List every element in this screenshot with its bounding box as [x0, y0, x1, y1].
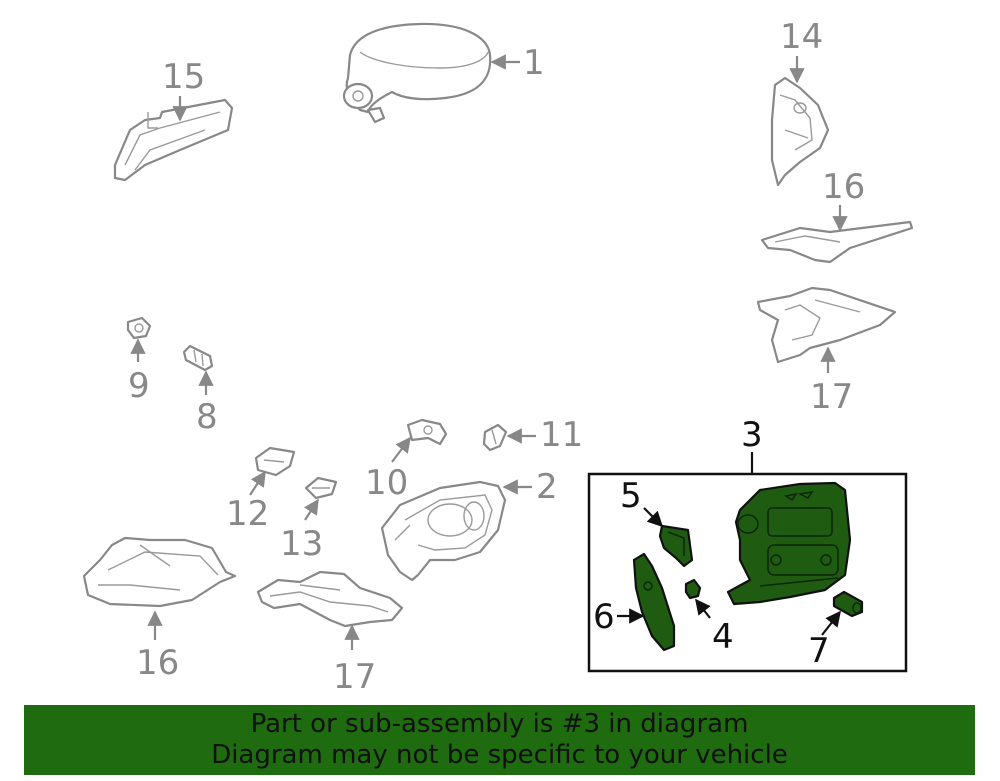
callout-8: 8: [196, 370, 218, 437]
callout-11: 11: [506, 415, 583, 455]
callout-7-label: 7: [808, 631, 830, 671]
callout-2: 2: [502, 467, 558, 507]
part-1-armrest-lid: [342, 22, 492, 124]
banner-line-1: Part or sub-assembly is #3 in diagram: [250, 709, 749, 739]
banner-line-2: Diagram may not be specific to your vehi…: [211, 740, 788, 770]
callout-16-lower: 16: [136, 610, 179, 683]
part-16-lower-panel: [82, 536, 237, 608]
part-9-nut: [126, 316, 152, 340]
part-17-bezel-upper: [756, 286, 897, 364]
callout-17-upper: 17: [810, 346, 853, 417]
part-14-side-panel: [770, 76, 830, 187]
callout-14-label: 14: [780, 17, 823, 57]
callout-12-label: 12: [226, 494, 269, 534]
callout-1-label: 1: [523, 43, 545, 83]
part-10-bracket: [406, 418, 448, 446]
callout-17-upper-label: 17: [810, 377, 853, 417]
callout-4-label: 4: [712, 617, 734, 657]
callout-1: 1: [490, 43, 545, 83]
callout-14: 14: [780, 17, 823, 84]
callout-12: 12: [226, 470, 269, 534]
callout-7: 7: [808, 610, 841, 671]
part-11-clip: [482, 423, 508, 452]
part-8-clip: [182, 344, 214, 372]
callout-10-label: 10: [365, 463, 408, 503]
callout-5-label: 5: [620, 476, 642, 516]
callout-16-upper: 16: [822, 167, 865, 232]
callout-6-label: 6: [593, 597, 615, 637]
part-4-clip: [684, 578, 702, 600]
part-6-panel: [632, 552, 676, 652]
callout-13-label: 13: [280, 524, 323, 564]
part-15-bracket: [113, 98, 234, 182]
callout-8-label: 8: [196, 397, 218, 437]
callout-9: 9: [128, 338, 150, 406]
callout-6: 6: [593, 597, 645, 637]
callout-16-upper-label: 16: [822, 167, 865, 207]
callout-13: 13: [280, 498, 323, 564]
part-17-console-bezel: [256, 570, 404, 628]
part-12-vent: [254, 446, 296, 477]
part-5-bracket: [658, 524, 694, 568]
callout-15-label: 15: [162, 57, 205, 97]
part-16-tray-upper: [760, 220, 914, 264]
callout-15: 15: [162, 57, 205, 122]
callout-16-lower-label: 16: [136, 643, 179, 683]
part-3-trim-bezel: [726, 481, 852, 606]
callout-17-lower-label: 17: [333, 657, 376, 697]
callout-3-label: 3: [741, 415, 763, 455]
callout-11-label: 11: [540, 415, 583, 455]
callout-10: 10: [365, 436, 411, 503]
part-3-assembly-box: 3: [587, 415, 908, 673]
part-13-cover: [304, 476, 338, 500]
callout-17-lower: 17: [333, 624, 376, 697]
part-7-fastener: [832, 590, 864, 618]
callout-5: 5: [620, 476, 664, 528]
callout-4: 4: [695, 598, 734, 657]
part-2-cluster-bezel: [380, 480, 507, 582]
info-banner: Part or sub-assembly is #3 in diagram Di…: [24, 705, 975, 775]
callout-2-label: 2: [536, 467, 558, 507]
callout-9-label: 9: [128, 366, 150, 406]
